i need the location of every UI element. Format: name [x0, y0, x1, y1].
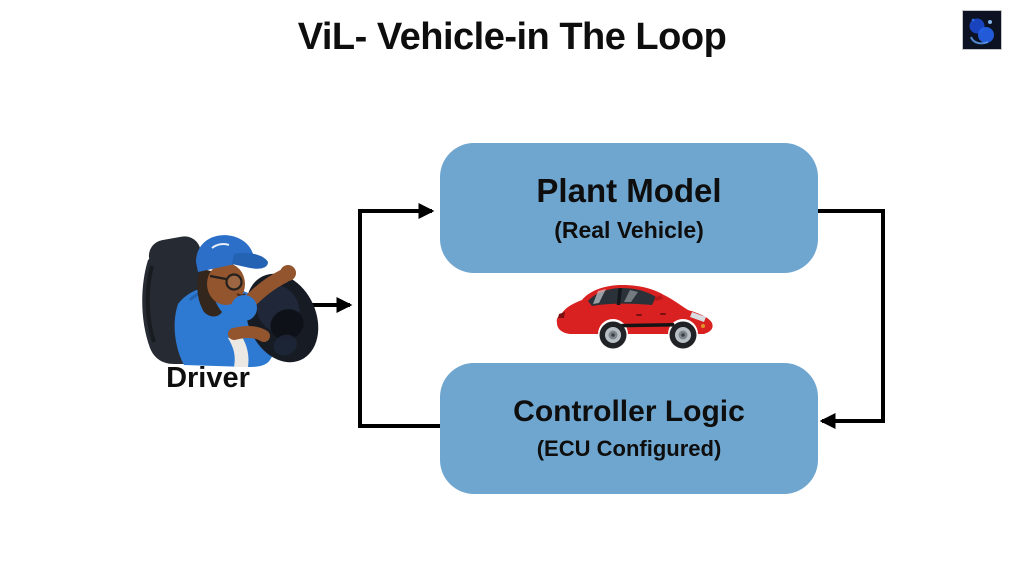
driver-undershirt [228, 334, 249, 367]
driver-illustration [142, 235, 319, 367]
controller-logic-box: Controller Logic (ECU Configured) [440, 363, 818, 494]
driver-label: Driver [166, 362, 250, 394]
driver-arms [228, 265, 296, 342]
controller-to-plant-arrow [358, 203, 442, 428]
brand-logo [962, 10, 1002, 50]
driver-cap [196, 235, 268, 272]
plant-to-controller-arrow [817, 209, 885, 429]
plant-model-box: Plant Model (Real Vehicle) [440, 143, 818, 273]
car-rear-wheel [599, 321, 627, 349]
plant-model-subtitle: (Real Vehicle) [554, 216, 704, 243]
plant-model-title: Plant Model [536, 172, 722, 210]
controller-logic-title: Controller Logic [513, 394, 745, 428]
controller-logic-subtitle: (ECU Configured) [536, 436, 722, 462]
glasses-icon [209, 273, 243, 291]
brand-logo-icon [963, 11, 1001, 49]
page-title: ViL- Vehicle-in The Loop [297, 16, 727, 58]
car-illustration [556, 285, 713, 349]
car-front-wheel [669, 321, 697, 349]
